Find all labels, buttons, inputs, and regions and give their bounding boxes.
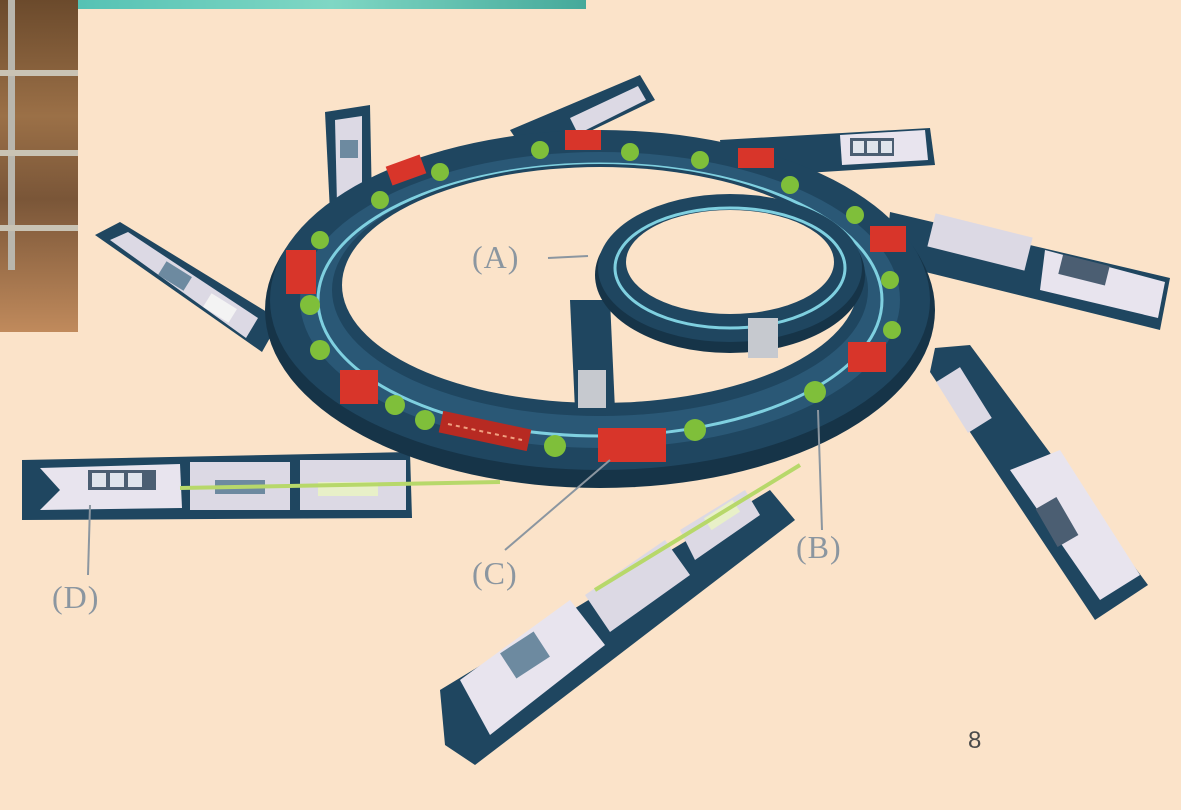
beamline-lower-right bbox=[930, 345, 1148, 620]
page-number: 8 bbox=[968, 727, 981, 755]
label-d: (D) bbox=[52, 579, 99, 615]
beamline-upper-left bbox=[95, 222, 280, 352]
label-d-group: (D) bbox=[52, 505, 99, 615]
beamline-bottom bbox=[440, 465, 800, 765]
label-c: (C) bbox=[472, 555, 518, 591]
label-b: (B) bbox=[796, 529, 842, 565]
label-a: (A) bbox=[472, 239, 519, 275]
